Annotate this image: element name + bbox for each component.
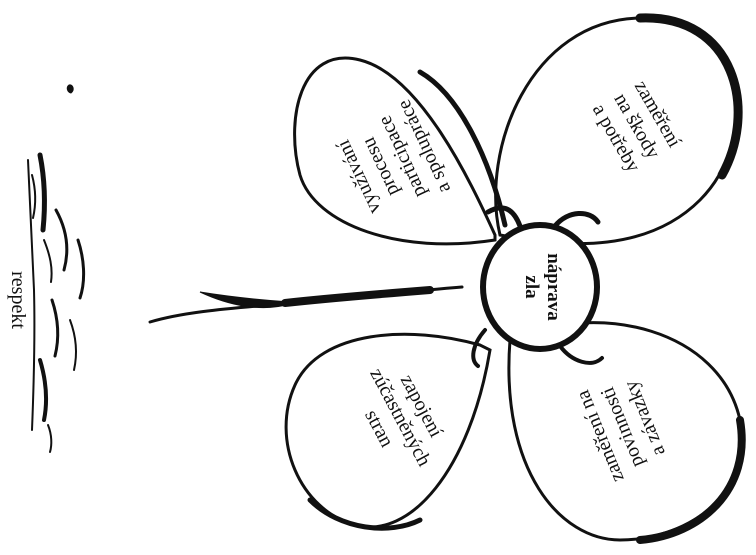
grass-blade (32, 175, 35, 218)
grass-blade (56, 210, 67, 270)
leaf (200, 292, 290, 308)
bud (67, 85, 73, 93)
center-label-line-2: zla (521, 275, 542, 299)
grass-blade (40, 360, 46, 420)
center-label-line-1: náprava (543, 253, 564, 321)
stem-shadow (285, 290, 430, 303)
grass-blade (44, 240, 52, 282)
base-label: respekt (7, 271, 29, 329)
grass-blade (78, 240, 84, 298)
grass-blade (48, 425, 51, 452)
grass-blade (40, 155, 44, 230)
grass-blade (52, 300, 58, 356)
base-label-group: respekt (7, 271, 29, 329)
grass-blade (70, 320, 76, 370)
